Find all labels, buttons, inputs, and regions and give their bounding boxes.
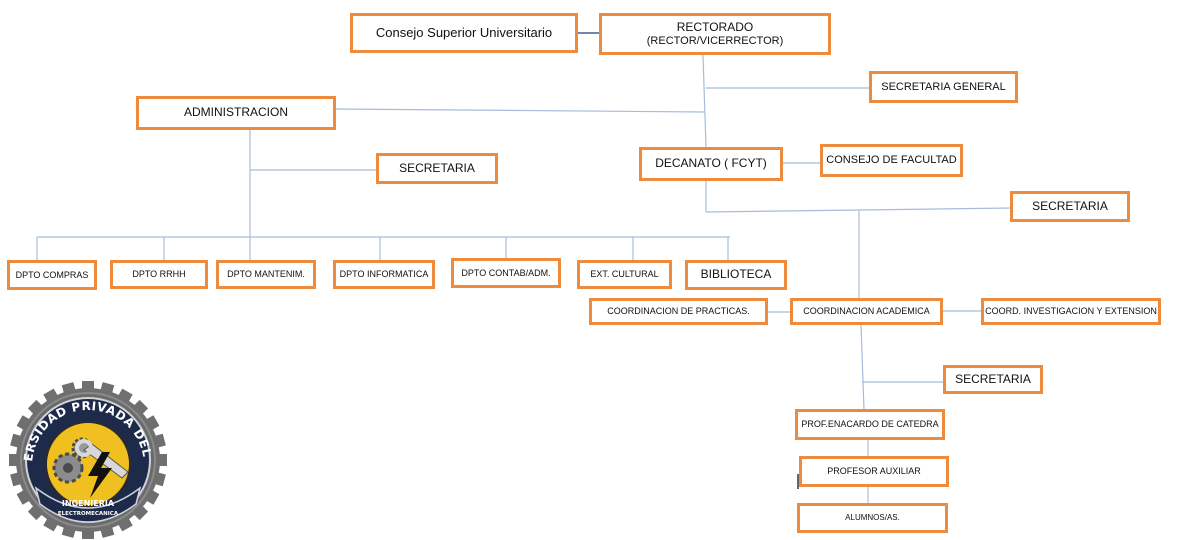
box-dpto-compras: DPTO COMPRAS — [7, 260, 97, 290]
box-decanato: DECANATO ( FCYT) — [639, 147, 783, 181]
box-prof-encargado: PROF.ENACARDO DE CATEDRA — [795, 409, 945, 440]
gear-tooth — [99, 382, 115, 397]
box-dpto-contab: DPTO CONTAB/ADM. — [451, 258, 561, 288]
gear-tooth — [9, 454, 21, 466]
gear-tooth — [151, 471, 166, 487]
box-consejo-facultad: CONSEJO DE FACULTAD — [820, 144, 963, 177]
gear-tooth — [10, 433, 25, 449]
box-rectorado: RECTORADO (RECTOR/VICERRECTOR) — [599, 13, 831, 55]
gear-tooth — [151, 433, 166, 449]
gear-tooth — [10, 471, 25, 487]
box-alumnos: ALUMNOS/AS. — [797, 503, 948, 533]
box-coord-investigacion: COORD. INVESTIGACION Y EXTENSION — [981, 298, 1161, 325]
rectorado-title: RECTORADO — [676, 19, 754, 34]
box-dpto-mantenim: DPTO MANTENIM. — [216, 260, 316, 289]
logo-banner-line2: ELECTROMECANICA — [58, 511, 119, 517]
box-dpto-rrhh: DPTO RRHH — [110, 260, 208, 289]
gear-tooth — [155, 454, 167, 466]
logo-banner-line1: INGENIERIA — [62, 499, 115, 508]
box-coord-academica: COORDINACION ACADEMICA — [790, 298, 943, 325]
box-secretaria-decanato: SECRETARIA — [1010, 191, 1130, 222]
box-coord-practicas: COORDINACION DE PRACTICAS. — [589, 298, 768, 325]
box-secretaria-admin: SECRETARIA — [376, 153, 498, 184]
gear-tooth — [61, 382, 77, 397]
box-secretaria-general: SECRETARIA GENERAL — [869, 71, 1018, 103]
box-profesor-auxiliar: PROFESOR AUXILIAR — [799, 456, 949, 487]
gear-tooth — [61, 523, 77, 538]
box-consejo-superior: Consejo Superior Universitario — [350, 13, 578, 53]
university-logo: UNIVERSIDAD PRIVADA DEL ESTE INGENIERIA … — [2, 378, 167, 539]
box-secretaria-coord: SECRETARIA — [943, 365, 1043, 394]
lightning-icon — [88, 452, 112, 498]
rectorado-subtitle: (RECTOR/VICERRECTOR) — [646, 34, 784, 47]
gear-tooth — [82, 527, 94, 539]
box-biblioteca: BIBLIOTECA — [685, 260, 787, 290]
gear-tooth — [99, 523, 115, 538]
box-ext-cultural: EXT. CULTURAL — [577, 260, 672, 289]
gear-tooth — [82, 381, 94, 393]
box-dpto-informatica: DPTO INFORMATICA — [333, 260, 435, 289]
box-administracion: ADMINISTRACION — [136, 96, 336, 130]
